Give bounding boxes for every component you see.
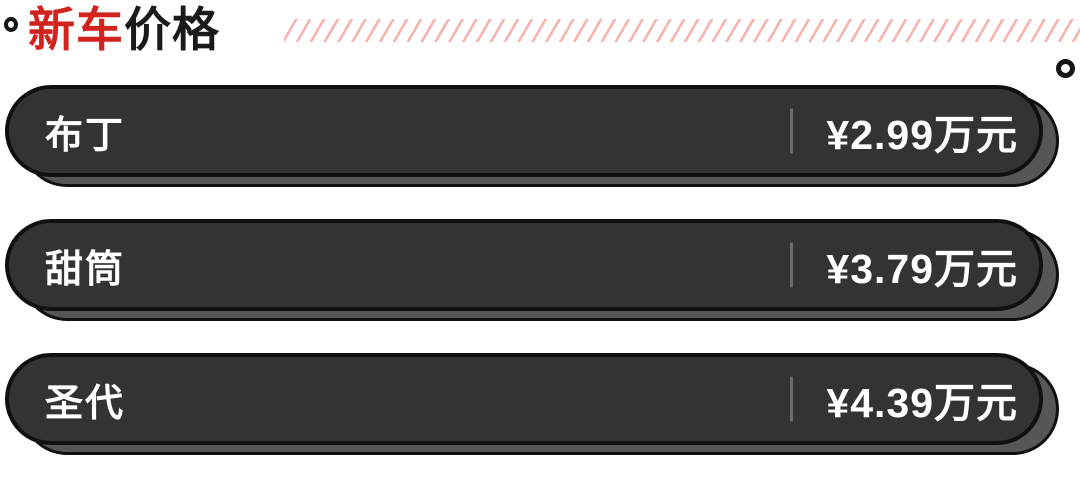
vertical-divider	[790, 108, 793, 154]
vertical-divider	[790, 242, 793, 288]
model-name: 布丁	[45, 114, 126, 157]
model-name: 圣代	[45, 382, 126, 425]
page-title-rest: 价格	[124, 3, 220, 56]
model-price: ¥2.99万元	[826, 112, 1018, 158]
price-row-puding: 布丁 ¥2.99万元	[5, 85, 1059, 187]
ring-decor-left-icon	[4, 17, 18, 32]
vertical-divider	[790, 376, 793, 422]
diagonal-stripes-decor	[284, 19, 1080, 42]
ring-decor-right-icon	[1056, 59, 1075, 78]
model-price: ¥4.39万元	[826, 380, 1018, 426]
model-name: 甜筒	[45, 248, 126, 291]
row-pill: 圣代 ¥4.39万元	[5, 353, 1043, 445]
row-pill: 布丁 ¥2.99万元	[5, 85, 1043, 177]
page-title: 新车价格	[28, 0, 220, 60]
row-pill: 甜筒 ¥3.79万元	[5, 219, 1043, 311]
price-row-tiantong: 甜筒 ¥3.79万元	[5, 219, 1059, 321]
model-price: ¥3.79万元	[826, 246, 1018, 292]
page-title-highlight: 新车	[28, 3, 124, 56]
price-row-shengdai: 圣代 ¥4.39万元	[5, 353, 1059, 455]
